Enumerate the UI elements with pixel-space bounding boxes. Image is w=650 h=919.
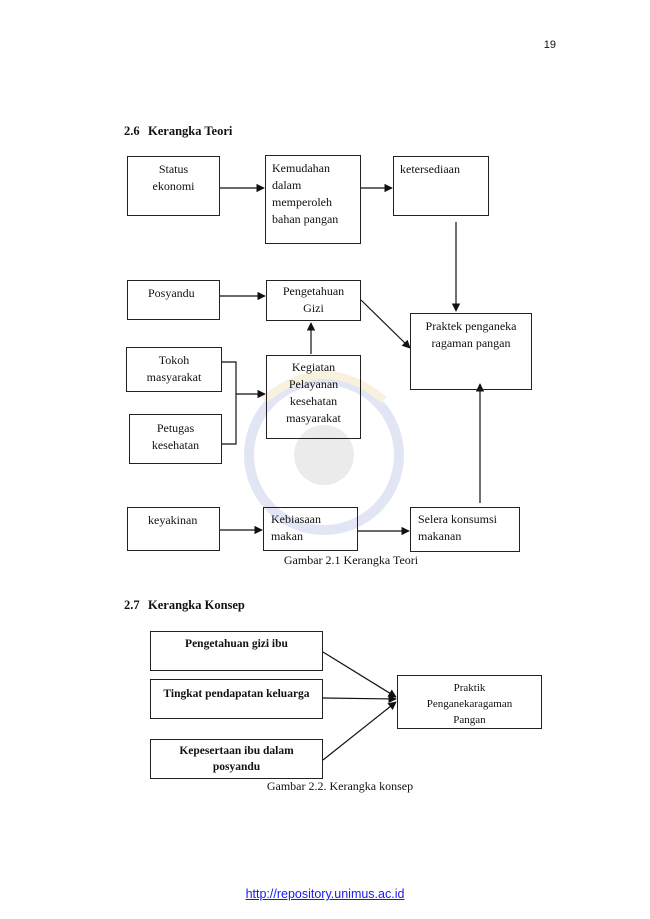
section-heading-kerangka-teori: 2.6 Kerangka Teori — [124, 124, 232, 139]
repository-url-link[interactable]: http://repository.unimus.ac.id — [245, 887, 405, 901]
box-pengetahuan-gizi-ibu: Pengetahuan gizi ibu — [150, 631, 323, 671]
box-tokoh-masyarakat: Tokoh masyarakat — [126, 347, 222, 392]
section-title: Kerangka Teori — [148, 124, 233, 138]
box-pengetahuan-gizi: Pengetahuan Gizi — [266, 280, 361, 321]
section-number: 2.7 — [124, 598, 140, 612]
repository-link: http://repository.unimus.ac.id — [0, 887, 650, 901]
box-posyandu: Posyandu — [127, 280, 220, 320]
figure-caption-2-2: Gambar 2.2. Kerangka konsep — [266, 779, 414, 793]
box-praktik-penganekaragaman: Praktik Penganekaragaman Pangan — [397, 675, 542, 729]
page-number: 19 — [543, 39, 556, 51]
section-heading-kerangka-konsep: 2.7 Kerangka Konsep — [124, 598, 245, 613]
section-title: Kerangka Konsep — [148, 598, 245, 612]
box-petugas-kesehatan: Petugas kesehatan — [129, 414, 222, 464]
box-ketersediaan: ketersediaan — [393, 156, 489, 216]
box-kemudahan: Kemudahan dalam memperoleh bahan pangan — [265, 155, 361, 244]
box-kepesertaan-posyandu: Kepesertaan ibu dalam posyandu — [150, 739, 323, 779]
box-tingkat-pendapatan: Tingkat pendapatan keluarga — [150, 679, 323, 719]
box-kebiasaan-makan: Kebiasaan makan — [263, 507, 358, 551]
figure-caption-2-1: Gambar 2.1 Kerangka Teori — [283, 553, 419, 567]
box-keyakinan: keyakinan — [127, 507, 220, 551]
box-praktek-penganeka-ragaman: Praktek penganeka ragaman pangan — [410, 313, 532, 390]
box-status-ekonomi: Status ekonomi — [127, 156, 220, 216]
box-kegiatan-pelayanan: Kegiatan Pelayanan kesehatan masyarakat — [266, 355, 361, 439]
box-selera-konsumsi: Selera konsumsi makanan — [410, 507, 520, 552]
section-number: 2.6 — [124, 124, 140, 138]
